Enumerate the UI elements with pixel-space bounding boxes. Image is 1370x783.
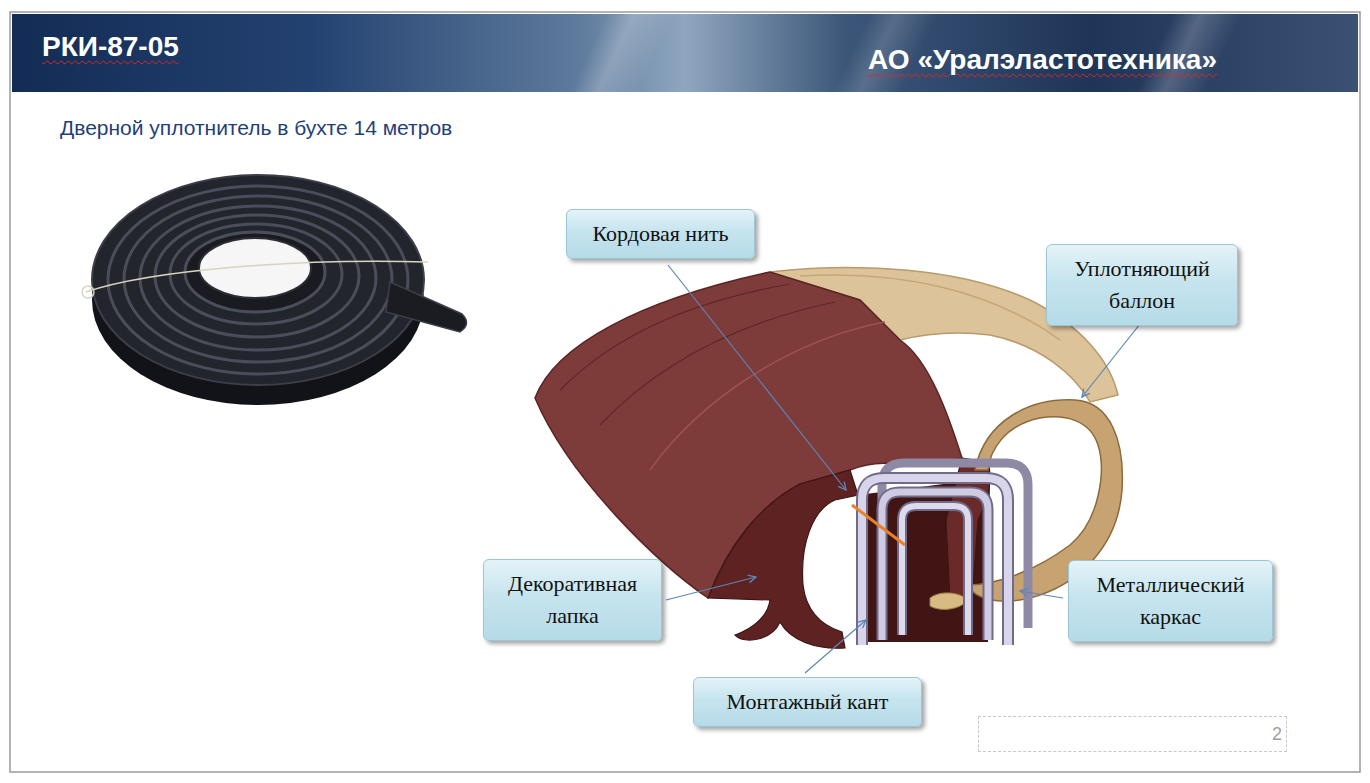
lap-section	[708, 470, 858, 648]
metal-frame	[862, 478, 1008, 645]
callout-text: Уплотняющий баллон	[1057, 253, 1227, 317]
callout-text: Металлический каркас	[1079, 569, 1262, 633]
frame-outline	[862, 478, 1008, 645]
mounting-lip	[930, 593, 968, 609]
metal-frame	[882, 492, 988, 640]
coil-tail	[386, 282, 467, 332]
company-name: АО «Уралэластотехника»	[868, 44, 1217, 76]
leader-line	[668, 265, 846, 490]
page-number-box: 2	[978, 716, 1287, 752]
header-band: РКИ-87-05 АО «Уралэластотехника»	[12, 14, 1358, 92]
leader-line	[805, 620, 866, 673]
header-code: РКИ-87-05	[42, 31, 179, 63]
callout-text: Декоративная лапка	[494, 568, 651, 632]
coil-ring	[108, 186, 408, 374]
coil-ring	[170, 224, 342, 324]
coil-wire-loop	[82, 286, 94, 298]
callout-box: Кордовая нить	[566, 209, 755, 259]
frame-outline	[882, 492, 988, 640]
coil-top	[92, 175, 424, 385]
slide-frame	[10, 12, 1360, 772]
metal-frame	[902, 506, 968, 635]
callout-text: Монтажный кант	[704, 686, 911, 718]
slide-title: Дверной уплотнитель в бухте 14 метров	[60, 116, 452, 140]
callout-box: Монтажный кант	[693, 677, 922, 727]
seal-coil-photo	[82, 175, 467, 405]
leader-line	[1082, 324, 1140, 397]
coil-hole	[199, 238, 311, 298]
lap-groove	[600, 302, 835, 425]
coil-ring	[155, 215, 359, 337]
lap-highlight	[650, 322, 885, 470]
page-number: 2	[1272, 724, 1282, 745]
callout-text: Кордовая нить	[577, 218, 744, 250]
coil-ring	[185, 232, 325, 312]
callout-box: Декоративная лапка	[483, 559, 662, 641]
coil-wire-tie	[86, 261, 428, 292]
leader-line	[1020, 591, 1063, 598]
cord-thread	[852, 505, 905, 545]
leader-line	[666, 577, 756, 600]
coil-ring	[124, 196, 392, 362]
callout-box: Уплотняющий баллон	[1046, 244, 1238, 326]
callout-box: Металлический каркас	[1068, 560, 1273, 642]
frame-outline	[902, 506, 968, 635]
coil-ring	[140, 206, 376, 350]
